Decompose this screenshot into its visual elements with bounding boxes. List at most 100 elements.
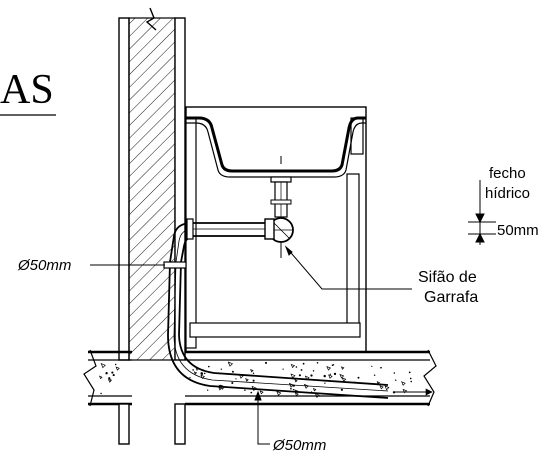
concrete-speck [331, 364, 334, 366]
concrete-speck [408, 371, 411, 374]
concrete-speck [371, 365, 373, 367]
concrete-aggregate [290, 373, 296, 379]
concrete-aggregate [220, 384, 226, 390]
concrete-speck [220, 368, 222, 370]
concrete-aggregate [328, 374, 333, 379]
concrete-speck [207, 389, 209, 391]
concrete-speck [316, 361, 319, 364]
concrete-speck [114, 363, 117, 366]
concrete-speck [231, 381, 234, 385]
concrete-speck [192, 369, 194, 371]
concrete-aggregate [100, 362, 106, 369]
concrete-aggregate [276, 390, 282, 396]
concrete-aggregate [259, 390, 264, 395]
water-seal-dimension [468, 180, 496, 245]
concrete-aggregate [379, 385, 384, 390]
concrete-speck [329, 373, 331, 375]
page-title-fragment: AS [0, 67, 54, 113]
concrete-aggregate [115, 366, 120, 371]
concrete-speck [244, 389, 246, 392]
concrete-aggregate [384, 385, 390, 391]
concrete-speck [298, 374, 301, 377]
concrete-speck [208, 365, 210, 368]
concrete-aggregate [245, 378, 249, 382]
concrete-aggregate [288, 382, 294, 388]
concrete-speck [295, 366, 298, 368]
wall-section [118, 7, 186, 361]
concrete-aggregate [193, 371, 198, 375]
concrete-speck [395, 379, 397, 381]
concrete-speck [373, 374, 376, 376]
concrete-speck [380, 366, 382, 369]
concrete-speck [235, 378, 237, 380]
concrete-speck [323, 374, 326, 378]
wall-break-line [145, 7, 157, 31]
concrete-speck [310, 374, 313, 377]
concrete-aggregate [401, 381, 406, 386]
concrete-speck [392, 391, 396, 394]
concrete-speck [111, 371, 114, 374]
concrete-aggregate [98, 375, 103, 380]
concrete-speck [189, 377, 191, 379]
concrete-aggregate [251, 385, 257, 392]
label-pipe-diameter-lower: Ø50mm [272, 437, 326, 454]
concrete-aggregate [402, 388, 408, 394]
concrete-aggregate [304, 375, 310, 381]
label-pipe-diameter-upper: Ø50mm [17, 257, 71, 274]
concrete-aggregate [238, 373, 244, 379]
floor-break-left [83, 349, 97, 407]
concrete-speck [108, 377, 111, 380]
concrete-aggregate [294, 392, 299, 397]
concrete-speck [409, 377, 412, 380]
label-fecho: fecho [489, 165, 526, 182]
concrete-aggregate [294, 379, 298, 383]
concrete-aggregate [326, 365, 332, 371]
concrete-speck [354, 381, 356, 384]
floor-break-right [423, 349, 437, 407]
concrete-aggregate [339, 373, 345, 379]
label-seal-depth: 50mm [497, 222, 539, 239]
leader-lines [90, 245, 412, 445]
concrete-speck [231, 370, 234, 373]
concrete-speck [357, 376, 360, 379]
concrete-aggregate [194, 366, 200, 371]
concrete-aggregate [200, 374, 205, 380]
concrete-speck [264, 361, 268, 364]
concrete-speck [203, 372, 206, 375]
concrete-speck [333, 372, 337, 376]
drain-pipe [163, 218, 433, 399]
concrete-speck [312, 370, 315, 372]
concrete-speck [252, 379, 255, 382]
bottle-trap [268, 176, 294, 258]
concrete-aggregate [294, 389, 299, 394]
concrete-aggregate [340, 366, 345, 370]
concrete-speck [340, 388, 343, 391]
concrete-speck [105, 372, 108, 375]
concrete-speck [200, 372, 203, 375]
concrete-aggregate [376, 381, 381, 385]
concrete-aggregate [312, 387, 317, 392]
concrete-speck [324, 382, 326, 384]
concrete-speck [300, 369, 303, 371]
concrete-aggregate [218, 384, 223, 388]
concrete-speck [410, 380, 413, 383]
concrete-speck [290, 387, 292, 390]
concrete-aggregate [303, 383, 309, 389]
concrete-speck [100, 392, 102, 395]
concrete-aggregate [218, 386, 222, 391]
concrete-aggregate [227, 361, 234, 367]
concrete-speck [302, 362, 305, 365]
concrete-aggregate [314, 393, 320, 399]
concrete-speck [393, 372, 396, 374]
concrete-speck [250, 391, 253, 394]
concrete-speck [252, 372, 255, 374]
concrete-aggregate [290, 363, 296, 369]
concrete-speck [282, 368, 284, 370]
label-trap-line2: Garrafa [424, 289, 478, 306]
concrete-aggregate [250, 368, 254, 373]
concrete-speck [292, 388, 295, 391]
label-trap-line1: Sifão de [418, 269, 477, 286]
concrete-aggregate [107, 378, 112, 383]
